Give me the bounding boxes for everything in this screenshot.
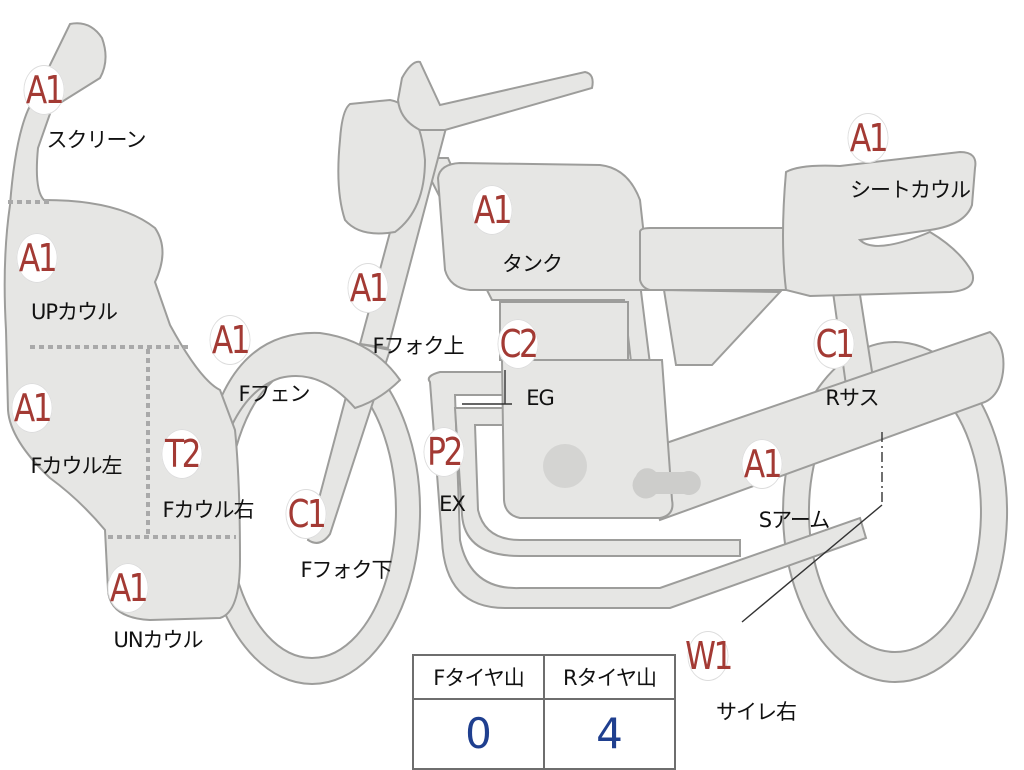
headlight-cowl <box>337 98 427 235</box>
footpeg <box>632 468 701 499</box>
code-up-cowl[interactable]: A1 <box>16 233 58 283</box>
front-tread-value[interactable]: 0 <box>465 708 492 758</box>
code-r-sus[interactable]: C1 <box>813 319 855 369</box>
label-fork-upper: Fフォク上 <box>372 334 464 358</box>
code-tank[interactable]: A1 <box>471 185 513 235</box>
code-engine[interactable]: C2 <box>497 319 539 369</box>
front-fender <box>218 331 402 428</box>
rear-tread-header: Rタイヤ山 <box>563 666 657 690</box>
label-engine: EG <box>526 386 555 410</box>
code-fork-lower[interactable]: C1 <box>285 489 327 539</box>
rear-tread-value[interactable]: 4 <box>596 708 623 758</box>
code-fork-upper[interactable]: A1 <box>347 263 389 313</box>
seat-cowl-shape <box>782 150 977 298</box>
exhaust-pipe-upper <box>453 407 741 557</box>
code-cowl-left[interactable]: A1 <box>11 383 53 433</box>
label-f-fender: Fフェン <box>238 382 310 406</box>
label-screen: スクリーン <box>46 128 147 152</box>
label-up-cowl: UPカウル <box>30 300 118 324</box>
engine-block <box>500 359 674 519</box>
label-silencer-r: サイレ右 <box>716 700 797 724</box>
code-seat-cowl[interactable]: A1 <box>847 113 889 163</box>
label-r-sus: Rサス <box>825 386 879 410</box>
code-silencer-r[interactable]: W1 <box>685 631 733 681</box>
label-under-cowl: UNカウル <box>113 628 203 652</box>
code-f-fender[interactable]: A1 <box>209 315 251 365</box>
label-seat-cowl: シートカウル <box>850 178 971 202</box>
swingarm <box>638 330 1005 522</box>
code-screen[interactable]: A1 <box>23 65 65 115</box>
code-under-cowl[interactable]: A1 <box>107 563 149 613</box>
seat <box>639 227 797 291</box>
code-exhaust[interactable]: P2 <box>423 427 465 477</box>
label-cowl-right: Fカウル右 <box>162 498 254 522</box>
tire-tread-table: Fタイヤ山 Rタイヤ山 0 4 <box>412 654 676 770</box>
label-swingarm: Sアーム <box>758 508 830 532</box>
front-tread-header: Fタイヤ山 <box>433 666 524 690</box>
table-divider-vertical <box>543 656 545 768</box>
handlebar <box>396 60 594 131</box>
side-cover <box>662 288 783 366</box>
exhaust-pipe-lower <box>427 371 868 609</box>
label-cowl-left: Fカウル左 <box>30 454 122 478</box>
label-exhaust: EX <box>439 492 466 516</box>
label-tank: タンク <box>502 252 563 276</box>
label-fork-lower: Fフォク下 <box>300 558 392 582</box>
code-cowl-right[interactable]: T2 <box>161 429 203 479</box>
code-swingarm[interactable]: A1 <box>741 439 783 489</box>
engine-cover <box>543 444 587 488</box>
leader-silencer <box>741 504 883 623</box>
